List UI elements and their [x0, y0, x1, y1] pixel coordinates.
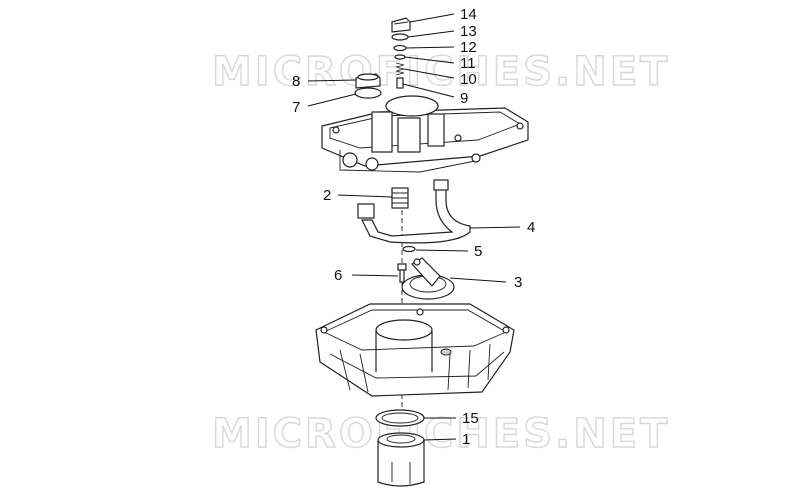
part-9-valve	[396, 77, 404, 89]
part-13-oring	[391, 33, 409, 41]
leader-lines	[307, 13, 521, 441]
callout-6: 6	[334, 267, 342, 284]
callout-1: 1	[462, 431, 470, 448]
callout-labels: 14 13 12 11 10 9 8 7 2 4 5 6 3 15 1	[292, 6, 535, 448]
callout-11: 11	[460, 55, 476, 72]
callout-9: 9	[460, 90, 468, 107]
callout-15: 15	[462, 410, 479, 427]
part-11-ring	[394, 54, 406, 60]
callout-4: 4	[527, 219, 535, 236]
callout-8: 8	[292, 73, 300, 90]
part-2-fitting	[391, 187, 409, 209]
callout-3: 3	[514, 274, 522, 291]
part-3-strainer	[401, 257, 455, 300]
part-5-oring	[402, 245, 416, 253]
callout-10: 10	[460, 71, 477, 88]
callout-2: 2	[323, 187, 331, 204]
part-7-seal	[354, 87, 382, 99]
part-6-bolt	[397, 263, 407, 283]
part-14-plug	[391, 17, 411, 33]
watermark-top: MICROFICHES.NET	[212, 49, 670, 95]
part-4-pipe	[357, 179, 471, 244]
part-12-washer	[393, 44, 407, 52]
callout-5: 5	[474, 243, 482, 260]
upper-housing	[321, 95, 529, 173]
callout-14: 14	[460, 6, 477, 23]
oil-pan	[315, 303, 515, 397]
callout-13: 13	[460, 23, 477, 40]
part-8-cap	[355, 73, 381, 89]
callout-7: 7	[292, 99, 300, 116]
callout-12: 12	[460, 39, 477, 56]
part-15-gasket	[375, 409, 425, 427]
part-1-filter	[377, 432, 425, 487]
